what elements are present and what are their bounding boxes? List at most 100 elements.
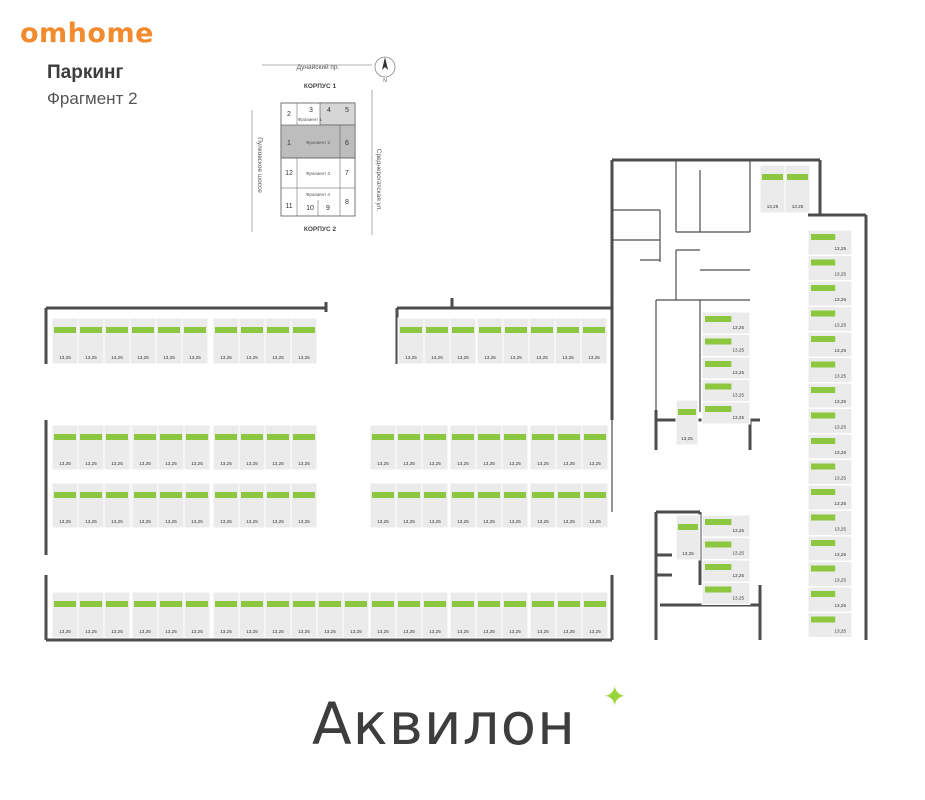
- spot-area-label: 13,25: [298, 461, 310, 466]
- spot-number-badge: [398, 434, 420, 440]
- parking-spot: 13,25: [421, 591, 449, 639]
- street-right-label: Среднерогатская ул.: [375, 149, 382, 212]
- spot-area: [157, 482, 185, 529]
- spot-area: [212, 591, 240, 639]
- spot-area-label: 13,25: [792, 204, 804, 209]
- spot-area-label: 13,25: [139, 519, 151, 524]
- spot-number-badge: [372, 492, 394, 498]
- spot-area-label: 13,25: [536, 355, 548, 360]
- spot-area-label: 13,25: [484, 355, 496, 360]
- spot-number-badge: [478, 601, 500, 607]
- spot-area: [807, 433, 853, 460]
- spot-area: [421, 424, 449, 471]
- keyplan-fragment-label: Фрагмент 4: [306, 192, 330, 197]
- spot-number-badge: [398, 492, 420, 498]
- spot-area: [290, 424, 318, 471]
- spot-area: [807, 306, 853, 332]
- spot-area-label: 13,25: [139, 461, 151, 466]
- spot-area-label: 13,25: [85, 519, 97, 524]
- spot-area: [397, 317, 425, 365]
- spot-area-label: 13,25: [429, 519, 441, 524]
- spot-area-label: 13,25: [562, 355, 574, 360]
- spot-number-badge: [293, 434, 315, 440]
- spot-area: [501, 424, 529, 471]
- spot-number-badge: [54, 327, 76, 333]
- parking-spot: 13,25: [369, 591, 397, 639]
- spot-area-label: 13,25: [733, 551, 745, 556]
- parking-spot: 13,25: [238, 591, 266, 639]
- spot-number-badge: [705, 519, 732, 525]
- spot-area-label: 13,25: [509, 629, 521, 634]
- spot-area-label: 13,25: [220, 355, 232, 360]
- spot-number-badge: [160, 492, 182, 498]
- spot-area: [807, 357, 853, 383]
- parking-spot: 13,25: [264, 591, 292, 639]
- parking-spot: 13,25: [502, 317, 530, 365]
- spot-number-badge: [106, 434, 128, 440]
- spot-number-badge: [584, 434, 606, 440]
- parking-spot: 13,25: [342, 591, 370, 639]
- spot-number-badge: [241, 434, 263, 440]
- spot-area-label: 13,25: [272, 519, 284, 524]
- spot-number-badge: [811, 616, 836, 623]
- spot-area-label: 13,25: [835, 272, 847, 277]
- spot-area: [369, 591, 397, 639]
- spot-area-label: 13,25: [191, 519, 203, 524]
- spot-area: [77, 591, 105, 639]
- spot-number-badge: [54, 492, 76, 498]
- spot-area: [395, 482, 423, 529]
- parking-spot: 13,25: [77, 482, 105, 529]
- spot-area-label: 13,25: [431, 355, 443, 360]
- spot-area-label: 13,25: [191, 629, 203, 634]
- parking-spot: 13,25: [212, 424, 240, 471]
- parking-spot: 13,25: [807, 586, 853, 613]
- spot-area-label: 13,25: [563, 519, 575, 524]
- spot-number-badge: [424, 601, 446, 607]
- spot-area: [157, 591, 185, 639]
- spot-number-badge: [267, 434, 289, 440]
- spot-area: [580, 317, 608, 365]
- parking-spot: 13,25: [581, 591, 609, 639]
- spot-area: [528, 317, 556, 365]
- parking-spot: 13,25: [475, 591, 503, 639]
- spot-area-label: 13,25: [272, 355, 284, 360]
- parking-spot: 13,25: [701, 379, 751, 402]
- spot-area-label: 13,25: [111, 355, 123, 360]
- spot-area: [807, 255, 853, 281]
- keyplan-section-number: 2: [287, 111, 291, 118]
- spot-number-badge: [372, 601, 394, 607]
- spot-number-badge: [267, 601, 289, 607]
- spot-area-label: 13,25: [509, 461, 521, 466]
- spot-area: [476, 317, 504, 365]
- spot-number-badge: [558, 492, 580, 498]
- spot-number-badge: [583, 327, 605, 333]
- spot-area-label: 13,25: [835, 552, 847, 557]
- spot-number-badge: [558, 601, 580, 607]
- spot-area: [807, 382, 853, 409]
- spot-area: [212, 317, 240, 365]
- spot-number-badge: [80, 434, 102, 440]
- parking-spot: 13,25: [807, 433, 853, 460]
- spot-area: [807, 510, 853, 536]
- parking-spot: 13,25: [103, 317, 131, 365]
- parking-spot: 13,25: [183, 591, 211, 639]
- keyplan-fragment-label: Фрагмент 1: [298, 117, 322, 122]
- parking-spot: 13,25: [675, 399, 699, 446]
- spot-area-label: 13,25: [220, 519, 232, 524]
- korpus-2-label: КОРПУС 2: [304, 226, 337, 233]
- spot-area-label: 13,25: [403, 629, 415, 634]
- spot-area: [183, 482, 211, 529]
- parking-spot: 13,25: [51, 317, 79, 365]
- keyplan-section-number: 5: [345, 107, 349, 114]
- spot-area: [581, 482, 609, 529]
- spot-area-label: 13,25: [139, 629, 151, 634]
- spot-area: [238, 482, 266, 529]
- keyplan-section-number: 7: [345, 170, 349, 177]
- parking-spot: 13,25: [423, 317, 451, 365]
- spot-area-label: 13,25: [403, 461, 415, 466]
- spot-number-badge: [705, 338, 732, 345]
- spot-number-badge: [532, 434, 554, 440]
- spot-area: [807, 408, 853, 434]
- parking-spot: 13,25: [701, 334, 751, 357]
- spot-number-badge: [505, 327, 527, 333]
